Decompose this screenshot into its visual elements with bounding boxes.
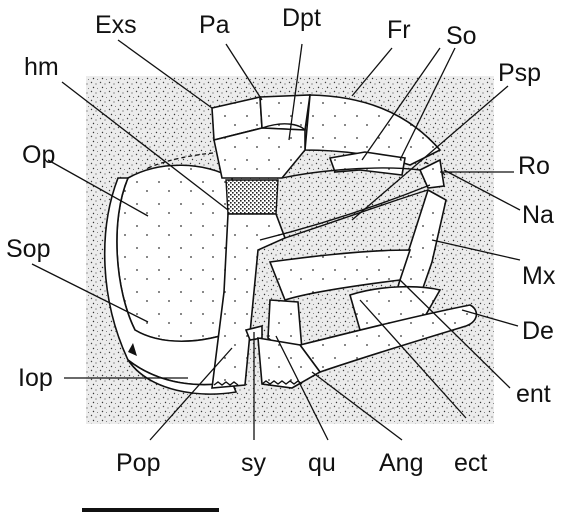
label-so: So: [446, 22, 477, 50]
hyomandibular-bone: [226, 180, 278, 214]
label-op: Op: [22, 141, 55, 169]
label-ang: Ang: [379, 449, 423, 477]
parietal-bone: [260, 95, 310, 130]
label-dpt: Dpt: [282, 4, 321, 32]
label-iop: Iop: [18, 364, 53, 392]
label-na: Na: [522, 201, 554, 229]
label-pop: Pop: [116, 449, 160, 477]
label-sy: sy: [241, 449, 267, 477]
label-mx: Mx: [522, 262, 556, 290]
label-qu: qu: [308, 449, 336, 477]
label-de: De: [522, 317, 554, 345]
label-hm: hm: [24, 53, 59, 81]
label-pa: Pa: [199, 11, 230, 39]
label-exs: Exs: [95, 11, 137, 39]
label-ect: ect: [454, 449, 487, 477]
label-ro: Ro: [518, 152, 550, 180]
label-sop: Sop: [6, 235, 50, 263]
label-psp: Psp: [498, 59, 541, 87]
label-fr: Fr: [387, 16, 411, 44]
label-ent: ent: [516, 380, 551, 408]
scale-bar: [82, 508, 219, 512]
